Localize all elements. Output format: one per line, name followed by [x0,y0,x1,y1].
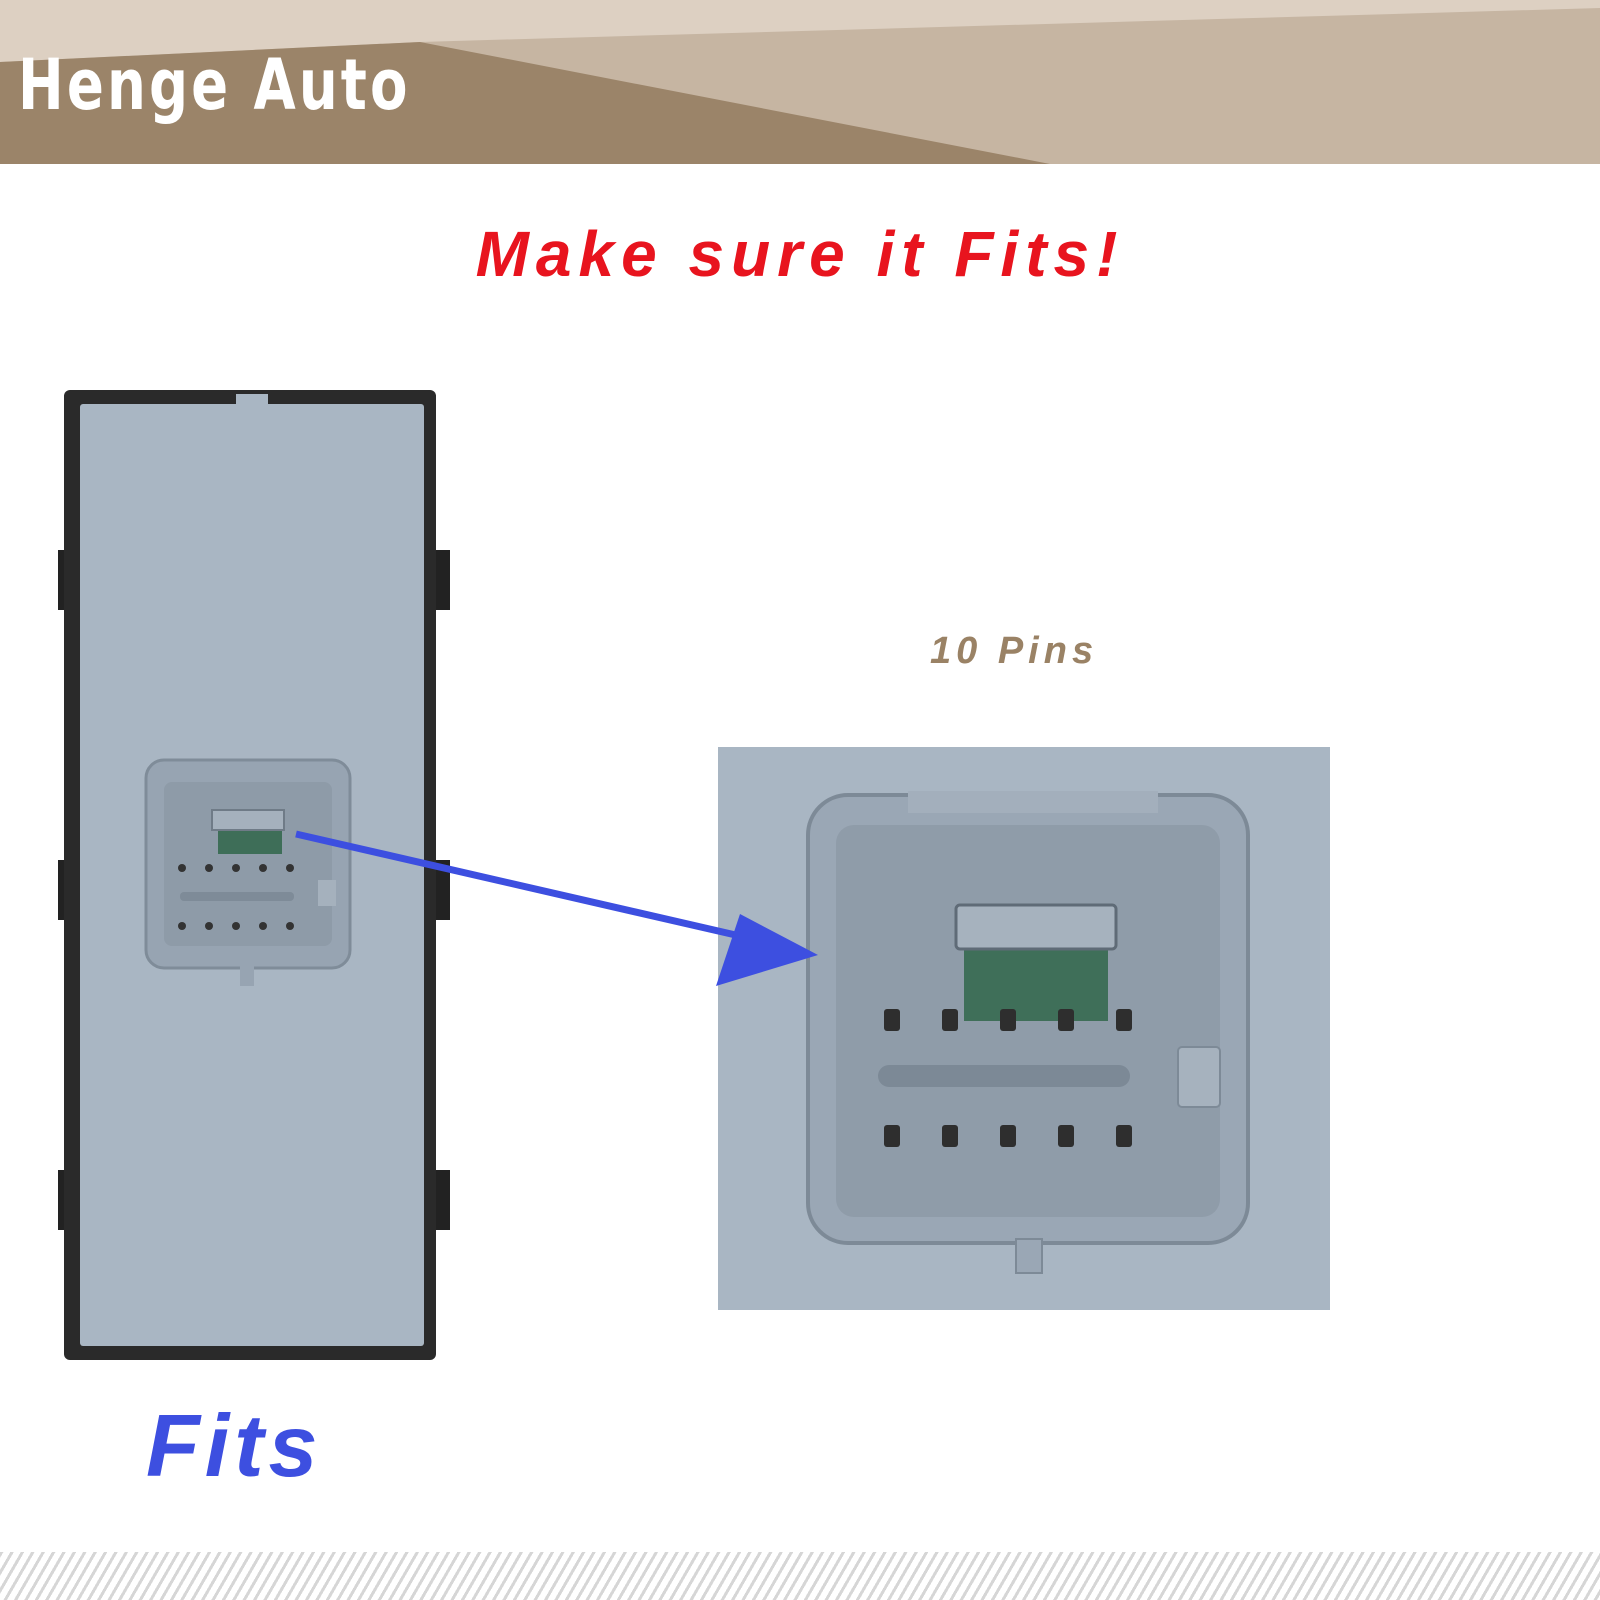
closeup-key [1177,1046,1221,1108]
fits-caption: Fits [146,1396,323,1495]
banner-background [0,0,1600,164]
headline: Make sure it Fits! [475,218,1125,290]
connector-latch [211,809,285,831]
footer-stripes [0,1552,1600,1600]
connector-tab [240,966,254,986]
closeup-latch [954,903,1118,951]
closeup-pins-top [884,1009,1132,1031]
connector-key [318,880,336,906]
connector-pins-bottom [178,922,294,930]
connector-rib [180,892,294,901]
closeup-pins-bottom [884,1125,1132,1147]
side-clip [434,550,450,610]
pins-label: 10 Pins [930,630,1099,672]
closeup-housing-lip [908,791,1158,813]
brand-name: Henge Auto [18,44,411,126]
connector-closeup-icon [718,747,1330,1310]
closeup-rib [878,1065,1130,1087]
connector-cavity [164,782,332,946]
closeup-tab [1015,1238,1043,1274]
connector-pins-top [178,864,294,872]
window-switch-back-view-icon [58,390,450,1360]
side-clip [434,860,450,920]
top-banner: Henge Auto [0,0,1600,164]
top-notch [236,394,268,408]
side-clip [434,1170,450,1230]
